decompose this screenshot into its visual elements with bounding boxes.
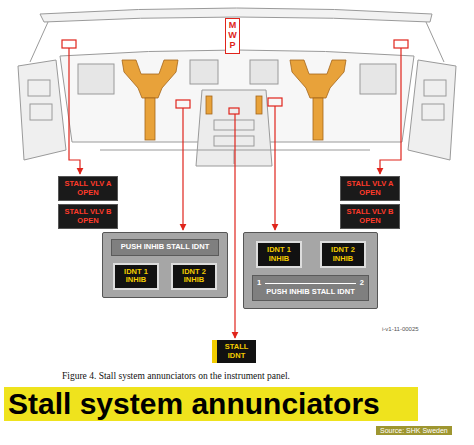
annunciator-light: STALL VLV A OPEN	[340, 176, 400, 201]
illustration-part	[69, 48, 80, 174]
light-label: MWP	[228, 21, 237, 51]
inhibit-panel: PUSH INHIB STALL IDNT IDNT 1 INHIB IDNT 2 …	[102, 232, 228, 298]
illustration-part	[360, 64, 396, 94]
annunciator-light: STALL VLV A OPEN	[58, 176, 118, 201]
selector-line	[265, 283, 356, 284]
illustration-part	[424, 80, 446, 96]
illustration-part	[69, 48, 401, 338]
illustration-part	[190, 60, 218, 84]
push-button: 12PUSH INHIB STALL IDNT	[252, 275, 369, 300]
illustration-part	[62, 40, 76, 48]
selector-row: 12	[257, 279, 364, 288]
illustration-part	[122, 60, 178, 98]
illustration-part	[380, 48, 401, 174]
illustration-part	[214, 136, 254, 146]
illustration-part	[313, 98, 323, 140]
light-label: STALL VLV B OPEN	[61, 208, 115, 225]
illustration-part	[250, 60, 278, 84]
illustration-part	[30, 104, 52, 120]
illustration-part	[176, 100, 190, 108]
illustration-part	[122, 60, 346, 140]
illustration-part	[206, 96, 212, 114]
illustration-part	[28, 80, 50, 96]
light-label: STALL VLV B OPEN	[343, 208, 397, 225]
illustration-part	[78, 64, 114, 94]
light-label: STALL IDNT	[221, 343, 252, 360]
stall-ident-light: STALL IDNT	[212, 340, 256, 363]
illustration-part	[229, 108, 239, 114]
illustration-part	[394, 40, 408, 48]
drawing-code: i-v1-11-00025	[382, 326, 419, 332]
inhibit-light: IDNT 1 INHIB	[113, 263, 159, 290]
illustration-part	[274, 106, 275, 230]
annunciator-light: STALL VLV B OPEN	[340, 204, 400, 229]
annunciator-light: STALL VLV B OPEN	[58, 204, 118, 229]
illustration-part	[18, 8, 456, 166]
source-note: Source: SHK Sweden	[376, 426, 452, 435]
illustration-part	[196, 90, 272, 166]
button-label: PUSH INHIB STALL IDNT	[257, 288, 364, 297]
inhibit-light: IDNT 2 INHIB	[320, 241, 366, 268]
light-label: IDNT 2 INHIB	[324, 246, 362, 263]
selector-number: 2	[360, 279, 364, 288]
title-banner: Stall system annunciators	[4, 387, 418, 421]
inhibit-light: IDNT 1 INHIB	[256, 241, 302, 268]
illustration-part	[268, 98, 282, 106]
panel-heading: PUSH INHIB STALL IDNT	[111, 239, 219, 256]
illustration-part	[256, 96, 262, 114]
light-label: IDNT 1 INHIB	[260, 246, 298, 263]
figure-caption: Figure 4. Stall system annunciators on t…	[62, 371, 290, 381]
light-label: STALL VLV A OPEN	[61, 180, 115, 197]
light-label: IDNT 1 INHIB	[117, 268, 155, 285]
title: Stall system annunciators	[4, 387, 418, 421]
illustration-part	[408, 60, 456, 160]
illustration-part	[182, 108, 183, 230]
selector-number: 1	[257, 279, 261, 288]
inhibit-panel: 12PUSH INHIB STALL IDNTIDNT 1 INHIBIDNT …	[243, 232, 378, 309]
illustration-part	[234, 114, 235, 338]
light-label: STALL VLV A OPEN	[343, 180, 397, 197]
illustration-part	[18, 60, 66, 160]
illustration-part	[422, 104, 444, 120]
illustration-part	[290, 60, 346, 98]
illustration-part	[145, 98, 155, 140]
inhibit-light: IDNT 2 INHIB	[171, 263, 217, 290]
warning-panel-label: MWP	[225, 18, 240, 54]
light-label: IDNT 2 INHIB	[175, 268, 213, 285]
illustration-part	[214, 120, 254, 130]
illustration-part	[234, 150, 235, 164]
